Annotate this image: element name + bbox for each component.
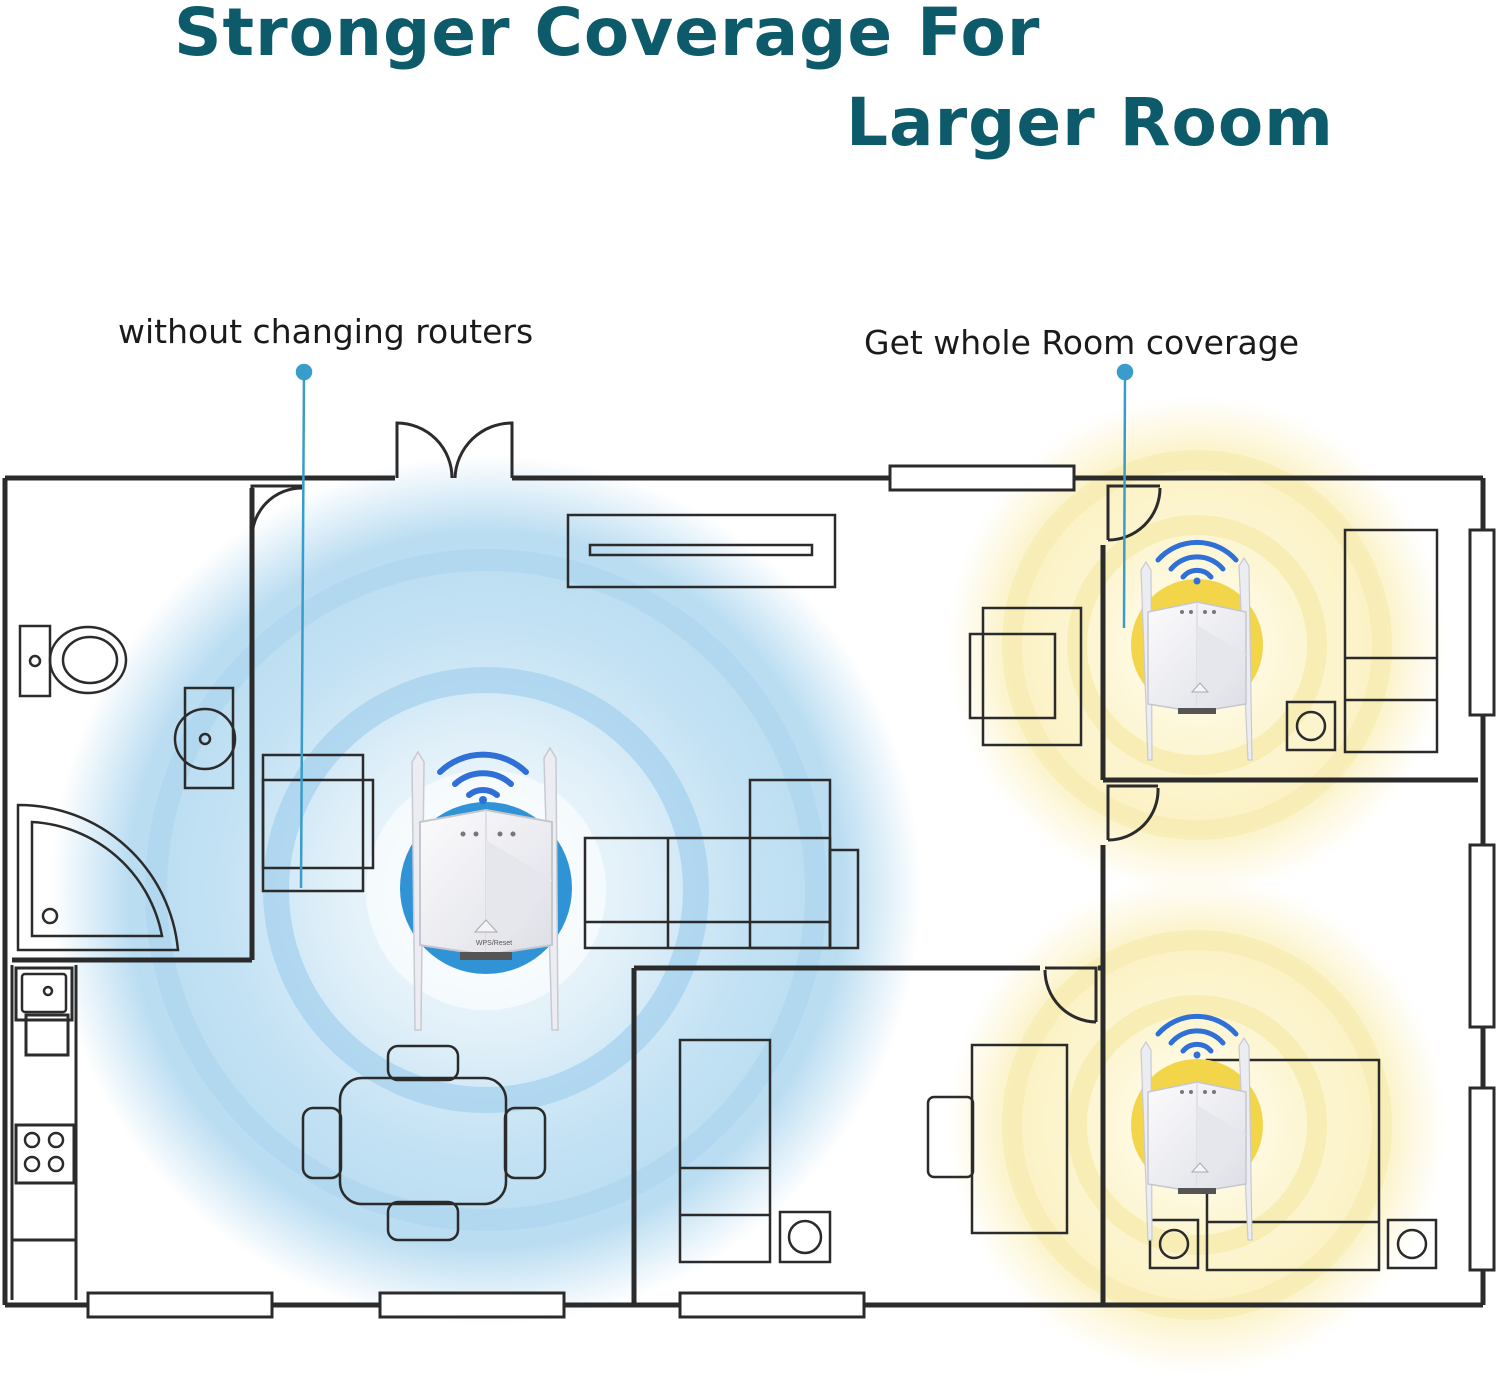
callout-right: Get whole Room coverage: [864, 323, 1300, 362]
title-line-1: Stronger Coverage For: [174, 0, 1041, 71]
callout-left: without changing routers: [118, 312, 534, 351]
title-line-2: Larger Room: [846, 84, 1334, 161]
wifi-icon-top: [1155, 539, 1239, 585]
wps-reset-label-main: WPS/Reset: [476, 940, 512, 947]
wifi-icon-bottom: [1155, 1013, 1239, 1059]
wifi-extender-main: WPS/Reset: [400, 746, 572, 1031]
leader-line-right: [1116, 363, 1134, 629]
kitchen-counter: [10, 965, 78, 1300]
floor-plan-walls: [2, 475, 1486, 1308]
doors: [250, 421, 1162, 1024]
wifi-extender-top: [1131, 556, 1263, 761]
windows: [86, 464, 1496, 1319]
wifi-extender-bottom: [1131, 1036, 1263, 1241]
wifi-icon-main: [437, 751, 529, 804]
furniture: [16, 513, 1439, 1272]
leader-line-left: [295, 363, 313, 889]
